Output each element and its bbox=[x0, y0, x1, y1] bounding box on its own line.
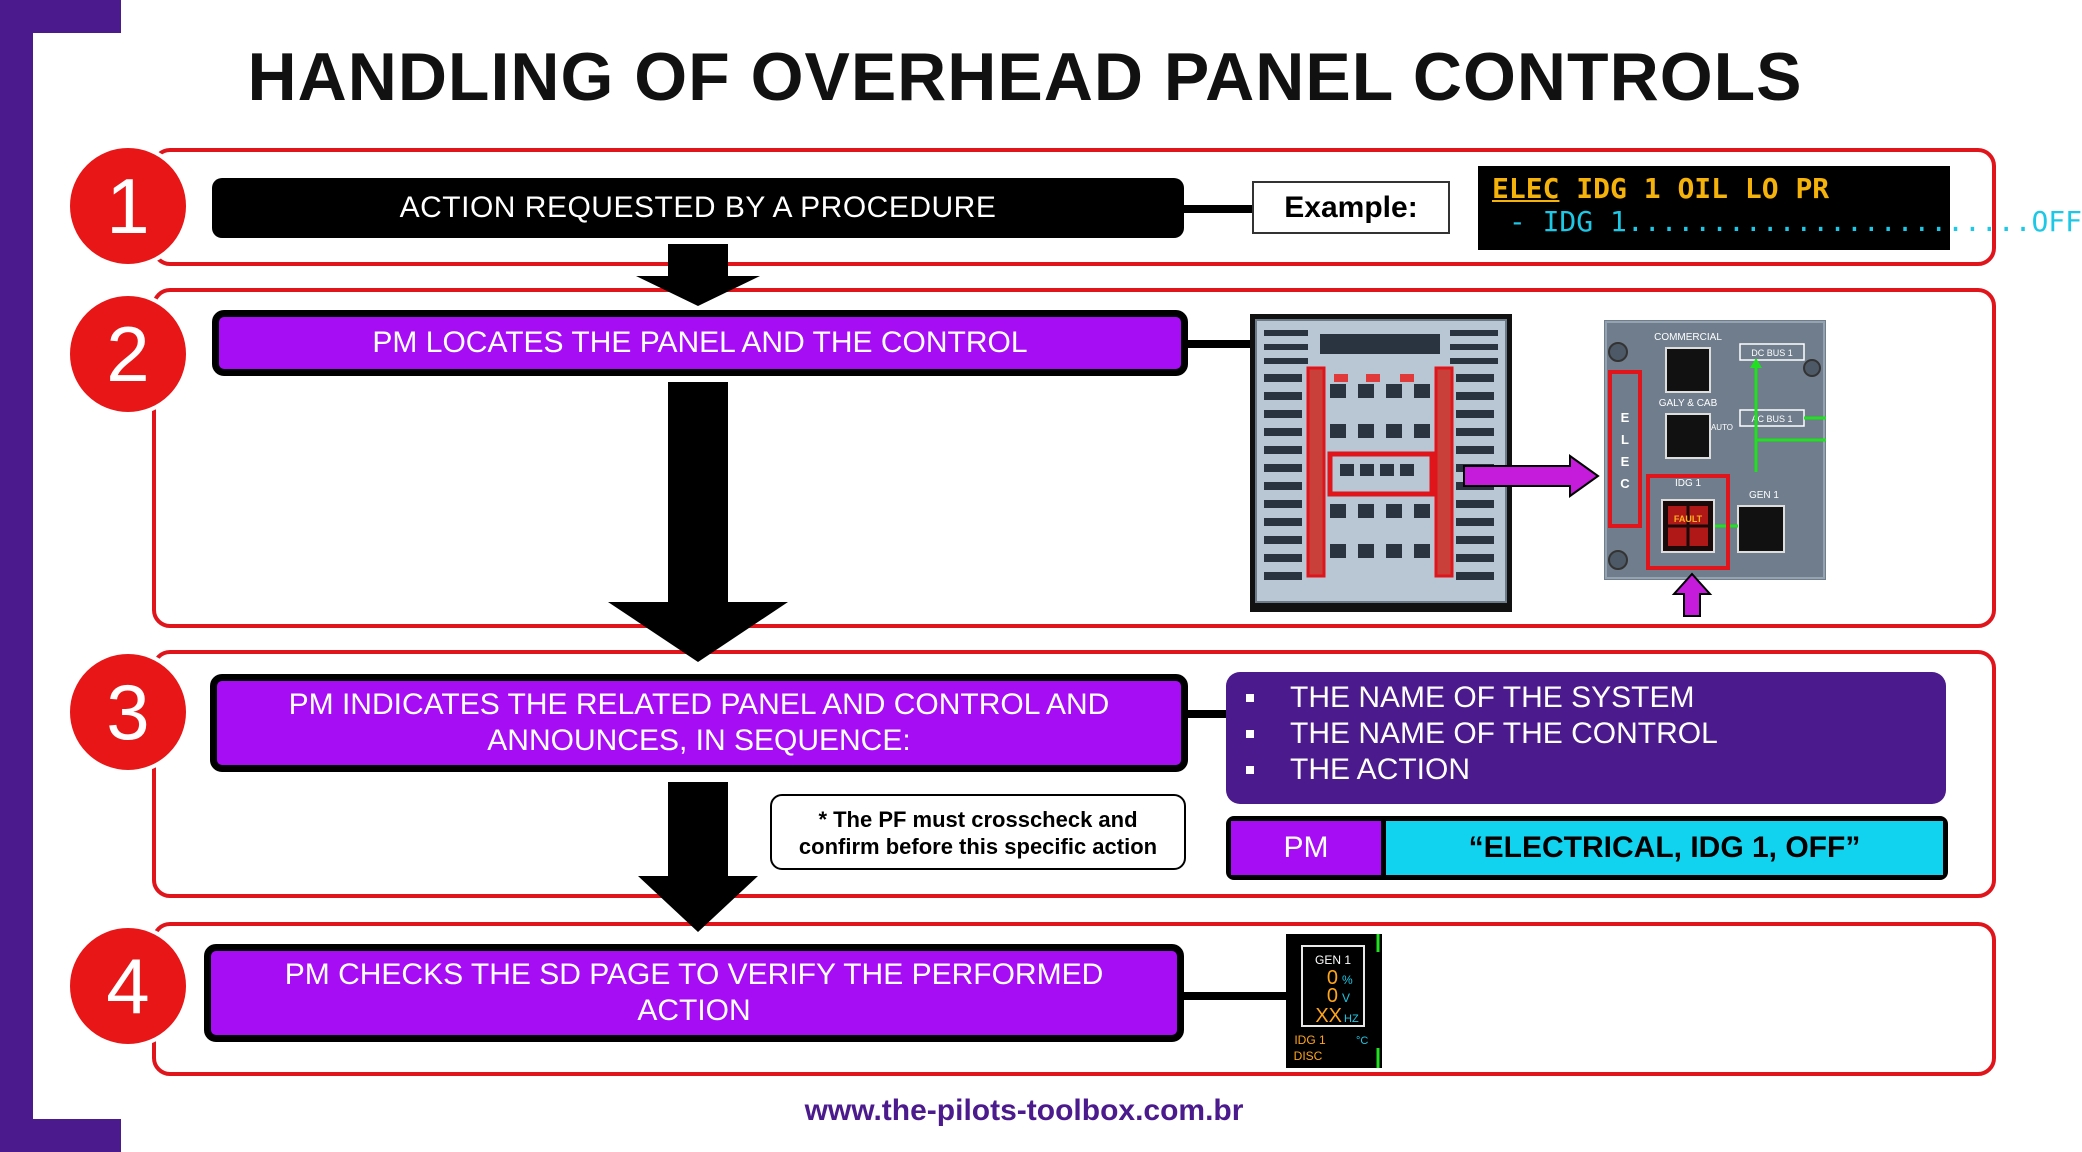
step-1-connector bbox=[1184, 205, 1252, 213]
step-2-box: PM LOCATES THE PANEL AND THE CONTROL bbox=[212, 310, 1188, 376]
elec-panel-detail: E L E C COMMERCIAL GALY & CAB IDG 1 GEN … bbox=[1604, 320, 1826, 580]
elec-letter-4: C bbox=[1620, 476, 1630, 491]
step-4-connector bbox=[1184, 992, 1288, 1000]
sd-page-excerpt: GEN 1 0 % 0 V XX HZ IDG 1 °C DISC bbox=[1286, 934, 1382, 1068]
elec-letter-2: L bbox=[1621, 432, 1629, 447]
sd-disc-label: DISC bbox=[1294, 1049, 1323, 1063]
brand-corner-bottom bbox=[33, 1119, 121, 1152]
label-auto: AUTO bbox=[1711, 423, 1733, 432]
step-1-box: ACTION REQUESTED BY A PROCEDURE bbox=[212, 178, 1184, 238]
step-number-1: 1 bbox=[66, 144, 190, 268]
ecam-warning-display: ELEC IDG 1 OIL LO PR - IDG 1............… bbox=[1478, 166, 2082, 250]
overview-right-highlight bbox=[1434, 366, 1454, 578]
announcement-item: THE NAME OF THE CONTROL bbox=[1246, 716, 1946, 752]
step-number-4: 4 bbox=[66, 924, 190, 1048]
elec-label-highlight bbox=[1608, 370, 1642, 528]
ecam-system-title: ELEC bbox=[1492, 172, 1560, 205]
arrow-1-to-2 bbox=[636, 244, 760, 306]
example-label: Example: bbox=[1252, 181, 1450, 234]
brand-corner-top bbox=[33, 0, 121, 33]
label-idg: IDG 1 bbox=[1675, 478, 1702, 489]
step-number-3: 3 bbox=[66, 650, 190, 774]
arrow-2-to-3 bbox=[608, 382, 788, 662]
sd-freq-unit: HZ bbox=[1344, 1013, 1359, 1025]
elec-letter-3: E bbox=[1621, 454, 1630, 469]
sd-volt-unit: V bbox=[1342, 991, 1350, 1005]
idg-button-highlight bbox=[1646, 474, 1730, 570]
sd-freq-value: XX bbox=[1315, 1005, 1342, 1027]
overview-elec-highlight bbox=[1327, 451, 1435, 497]
pm-callout-row: PM “ELECTRICAL, IDG 1, OFF” bbox=[1226, 816, 1948, 880]
pm-role-label: PM bbox=[1231, 821, 1386, 875]
announcement-item: THE NAME OF THE SYSTEM bbox=[1246, 680, 1946, 716]
step-2-connector bbox=[1188, 340, 1252, 348]
sd-load-value: 0 bbox=[1327, 967, 1338, 989]
ecam-action-line: - IDG 1........................OFF bbox=[1492, 205, 2082, 238]
brand-sidebar bbox=[0, 0, 33, 1152]
step-number-2: 2 bbox=[66, 292, 190, 416]
elec-letter-1: E bbox=[1621, 410, 1630, 425]
ecam-warning-title: IDG 1 OIL LO PR bbox=[1559, 172, 1830, 205]
step-2-frame bbox=[152, 288, 1996, 628]
sd-idg-label: IDG 1 bbox=[1294, 1033, 1326, 1047]
page-title: HANDLING OF OVERHEAD PANEL CONTROLS bbox=[247, 39, 1803, 115]
step-3-connector bbox=[1188, 710, 1228, 718]
zoom-arrow-up bbox=[1671, 572, 1713, 617]
sd-load-unit: % bbox=[1342, 973, 1353, 987]
label-commercial: COMMERCIAL bbox=[1654, 332, 1722, 343]
pm-callout-text: “ELECTRICAL, IDG 1, OFF” bbox=[1386, 821, 1943, 875]
announcement-item: THE ACTION bbox=[1246, 752, 1946, 788]
zoom-arrow-right bbox=[1463, 454, 1600, 498]
label-dc-bus: DC BUS 1 bbox=[1751, 348, 1793, 358]
overview-left-highlight bbox=[1306, 366, 1326, 578]
label-galy-cab: GALY & CAB bbox=[1659, 398, 1718, 409]
step-4-box: PM CHECKS THE SD PAGE TO VERIFY THE PERF… bbox=[204, 944, 1184, 1042]
label-ac-bus: AC BUS 1 bbox=[1751, 414, 1792, 424]
sd-volt-value: 0 bbox=[1327, 985, 1338, 1007]
step-3-frame bbox=[152, 650, 1996, 898]
footer-url: www.the-pilots-toolbox.com.br bbox=[804, 1094, 1244, 1127]
fault-legend: FAULT bbox=[1674, 514, 1703, 524]
step-3-box: PM INDICATES THE RELATED PANEL AND CONTR… bbox=[210, 674, 1188, 772]
label-gen: GEN 1 bbox=[1749, 490, 1779, 501]
sd-temp-unit: °C bbox=[1356, 1035, 1368, 1047]
announcement-list: THE NAME OF THE SYSTEM THE NAME OF THE C… bbox=[1226, 672, 1946, 804]
crosscheck-note: * The PF must crosscheck and confirm bef… bbox=[770, 794, 1186, 870]
sd-gen-label: GEN 1 bbox=[1315, 953, 1351, 967]
arrow-3-to-4 bbox=[638, 782, 758, 932]
overhead-panel-overview bbox=[1250, 314, 1512, 612]
